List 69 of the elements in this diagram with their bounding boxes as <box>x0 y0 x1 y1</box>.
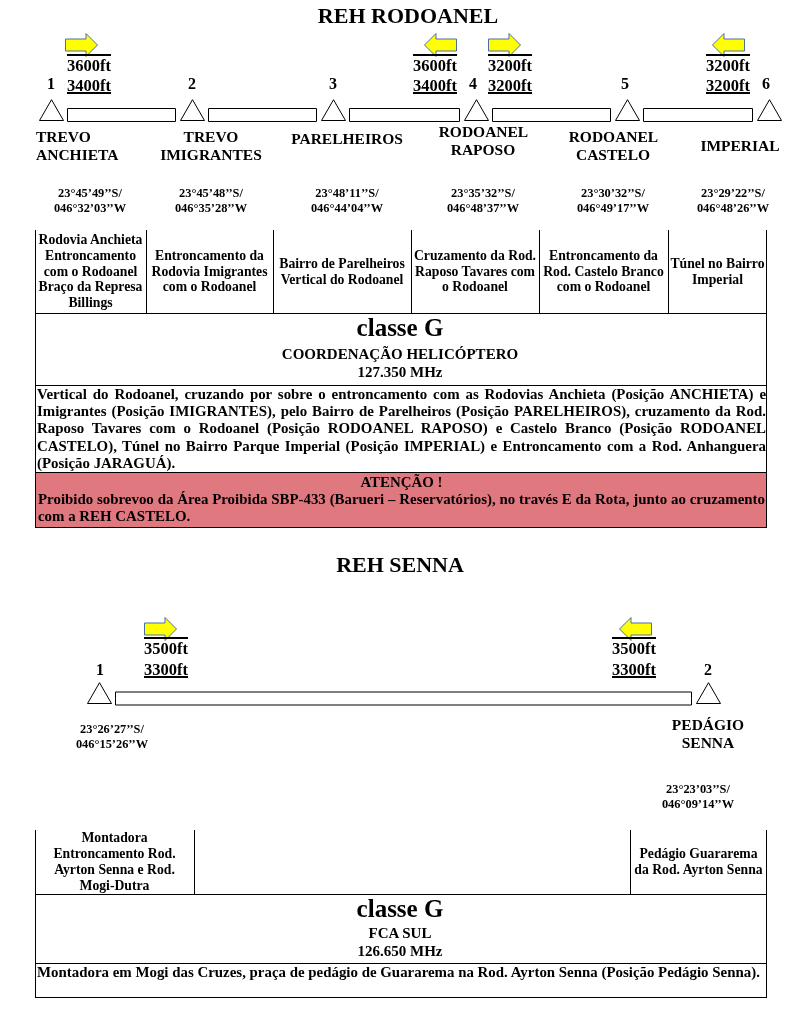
route-segment <box>115 691 692 706</box>
coordination-service: FCA SUL <box>368 924 432 942</box>
waypoint-triangle <box>463 99 489 121</box>
altitude-limit: 3600ft <box>67 57 111 75</box>
altitude-limit: 3400ft <box>413 77 457 95</box>
coordination-service: COORDENAÇÃO HELICÓPTERO <box>281 345 519 363</box>
waypoint-description: Montadora Entroncamento Rod. Ayrton Senna e Rod. Mogi-Dutra <box>52 830 177 894</box>
altitude-limit: 3400ft <box>67 77 111 95</box>
waypoint-number: 2 <box>188 75 196 93</box>
route-segment <box>349 108 460 122</box>
waypoint-number: 1 <box>96 661 104 679</box>
route-description: Montadora em Mogi das Cruzes, praça de pedágio de Guararema na Rod. Ayrton Senna (Posição Pedágio Senna). <box>37 963 761 981</box>
waypoint-description: Entroncamento da Rod. Castelo Branco com o Rodoanel <box>542 247 665 296</box>
waypoint-triangle <box>179 99 205 121</box>
warning-heading: ATENÇÃO ! <box>360 474 443 491</box>
waypoint-triangle <box>756 99 782 121</box>
waypoint-name: IMPERIAL <box>700 137 780 155</box>
route-segment <box>492 108 611 122</box>
waypoint-number: 1 <box>47 75 55 93</box>
waypoint-name: PARELHEIROS <box>291 130 403 148</box>
altitude-limit: 3500ft <box>144 640 188 658</box>
route-segment <box>67 108 176 122</box>
altitude-limit: 3200ft <box>706 77 750 95</box>
waypoint-name: TREVO IMIGRANTES <box>160 128 262 164</box>
route-segment <box>208 108 317 122</box>
waypoint-description: Pedágio Guararema da Rod. Ayrton Senna <box>633 846 764 878</box>
waypoint-description: Rodovia Anchieta Entroncamento com o Rodoanel Braço da Represa Billings <box>37 232 144 311</box>
waypoint-number: 3 <box>329 75 337 93</box>
waypoint-coordinates: 23°23’03’’S/ 046°09’14’’W <box>661 782 735 812</box>
waypoint-name: PEDÁGIO SENNA <box>671 716 745 752</box>
radio-frequency: 126.650 MHz <box>357 942 443 960</box>
waypoint-coordinates: 23°48’11’’S/ 046°44’04’’W <box>310 186 384 216</box>
airspace-class: classe G <box>356 894 444 923</box>
altitude-limit: 3300ft <box>144 661 188 679</box>
altitude-limit: 3200ft <box>488 77 532 95</box>
waypoint-triangle <box>695 682 721 704</box>
altitude-limit: 3600ft <box>413 57 457 75</box>
waypoint-triangle <box>320 99 346 121</box>
waypoint-number: 6 <box>762 75 770 93</box>
waypoint-name: RODOANEL CASTELO <box>568 128 658 164</box>
waypoint-description: Túnel no Bairro Imperial <box>670 255 765 288</box>
waypoint-description: Entroncamento da Rodovia Imigrantes com o Rodoanel <box>150 247 269 296</box>
warning-text: Proibido sobrevoo da Área Proibida SBP-433 (Barueri – Reservatórios), no través E da Rota, junto ao cruzamento com a REH CASTELO. <box>38 491 765 525</box>
route-title: REH RODOANEL <box>317 3 499 29</box>
route-title: REH SENNA <box>336 552 464 578</box>
waypoint-triangle <box>86 682 112 704</box>
altitude-limit: 3200ft <box>488 57 532 75</box>
waypoint-description: Bairro de Parelheiros Vertical do Rodoanel <box>278 255 406 288</box>
waypoint-description: Cruzamento da Rod. Raposo Tavares com o Rodoanel <box>413 247 537 296</box>
waypoint-number: 5 <box>621 75 629 93</box>
waypoint-coordinates: 23°35’32’’S/ 046°48’37’’W <box>446 186 520 216</box>
waypoint-name: RODOANEL RAPOSO <box>438 123 528 159</box>
waypoint-coordinates: 23°29’22’’S/ 046°48’26’’W <box>696 186 770 216</box>
altitude-limit: 3300ft <box>612 661 656 679</box>
radio-frequency: 127.350 MHz <box>357 363 443 381</box>
route-description: Vertical do Rodoanel, cruzando por sobre o entroncamento com as Rodovias Anchieta (Posição ANCHIETA) e Imigrantes (Posição IMIGRANTES), pelo Bairro de Parelheiros (Posição PARELHEIROS), cruzamento da Rod. Raposo Tavares com o Rodoanel (Posição RODOANEL RAPOSO) e Castelo Branco (Posição RODOANEL CASTELO), Túnel no Bairro Parque Imperial (Posição IMPERIAL) e Entroncamento com a Rod. Anhanguera (Posição JARAGUÁ). <box>37 385 766 473</box>
waypoint-coordinates: 23°45’48’’S/ 046°35’28’’W <box>174 186 248 216</box>
waypoint-coordinates: 23°30’32’’S/ 046°49’17’’W <box>576 186 650 216</box>
waypoint-number: 4 <box>469 75 477 93</box>
route-segment <box>643 108 753 122</box>
airspace-class: classe G <box>356 314 444 342</box>
altitude-limit: 3500ft <box>612 640 656 658</box>
waypoint-triangle <box>38 99 64 121</box>
waypoint-coordinates: 23°26’27’’S/ 046°15’26’’W <box>75 722 149 752</box>
altitude-limit: 3200ft <box>706 57 750 75</box>
waypoint-coordinates: 23°45’49’’S/ 046°32’03’’W <box>53 186 127 216</box>
waypoint-number: 2 <box>704 661 712 679</box>
waypoint-name: TREVO ANCHIETA <box>36 128 119 164</box>
waypoint-triangle <box>614 99 640 121</box>
